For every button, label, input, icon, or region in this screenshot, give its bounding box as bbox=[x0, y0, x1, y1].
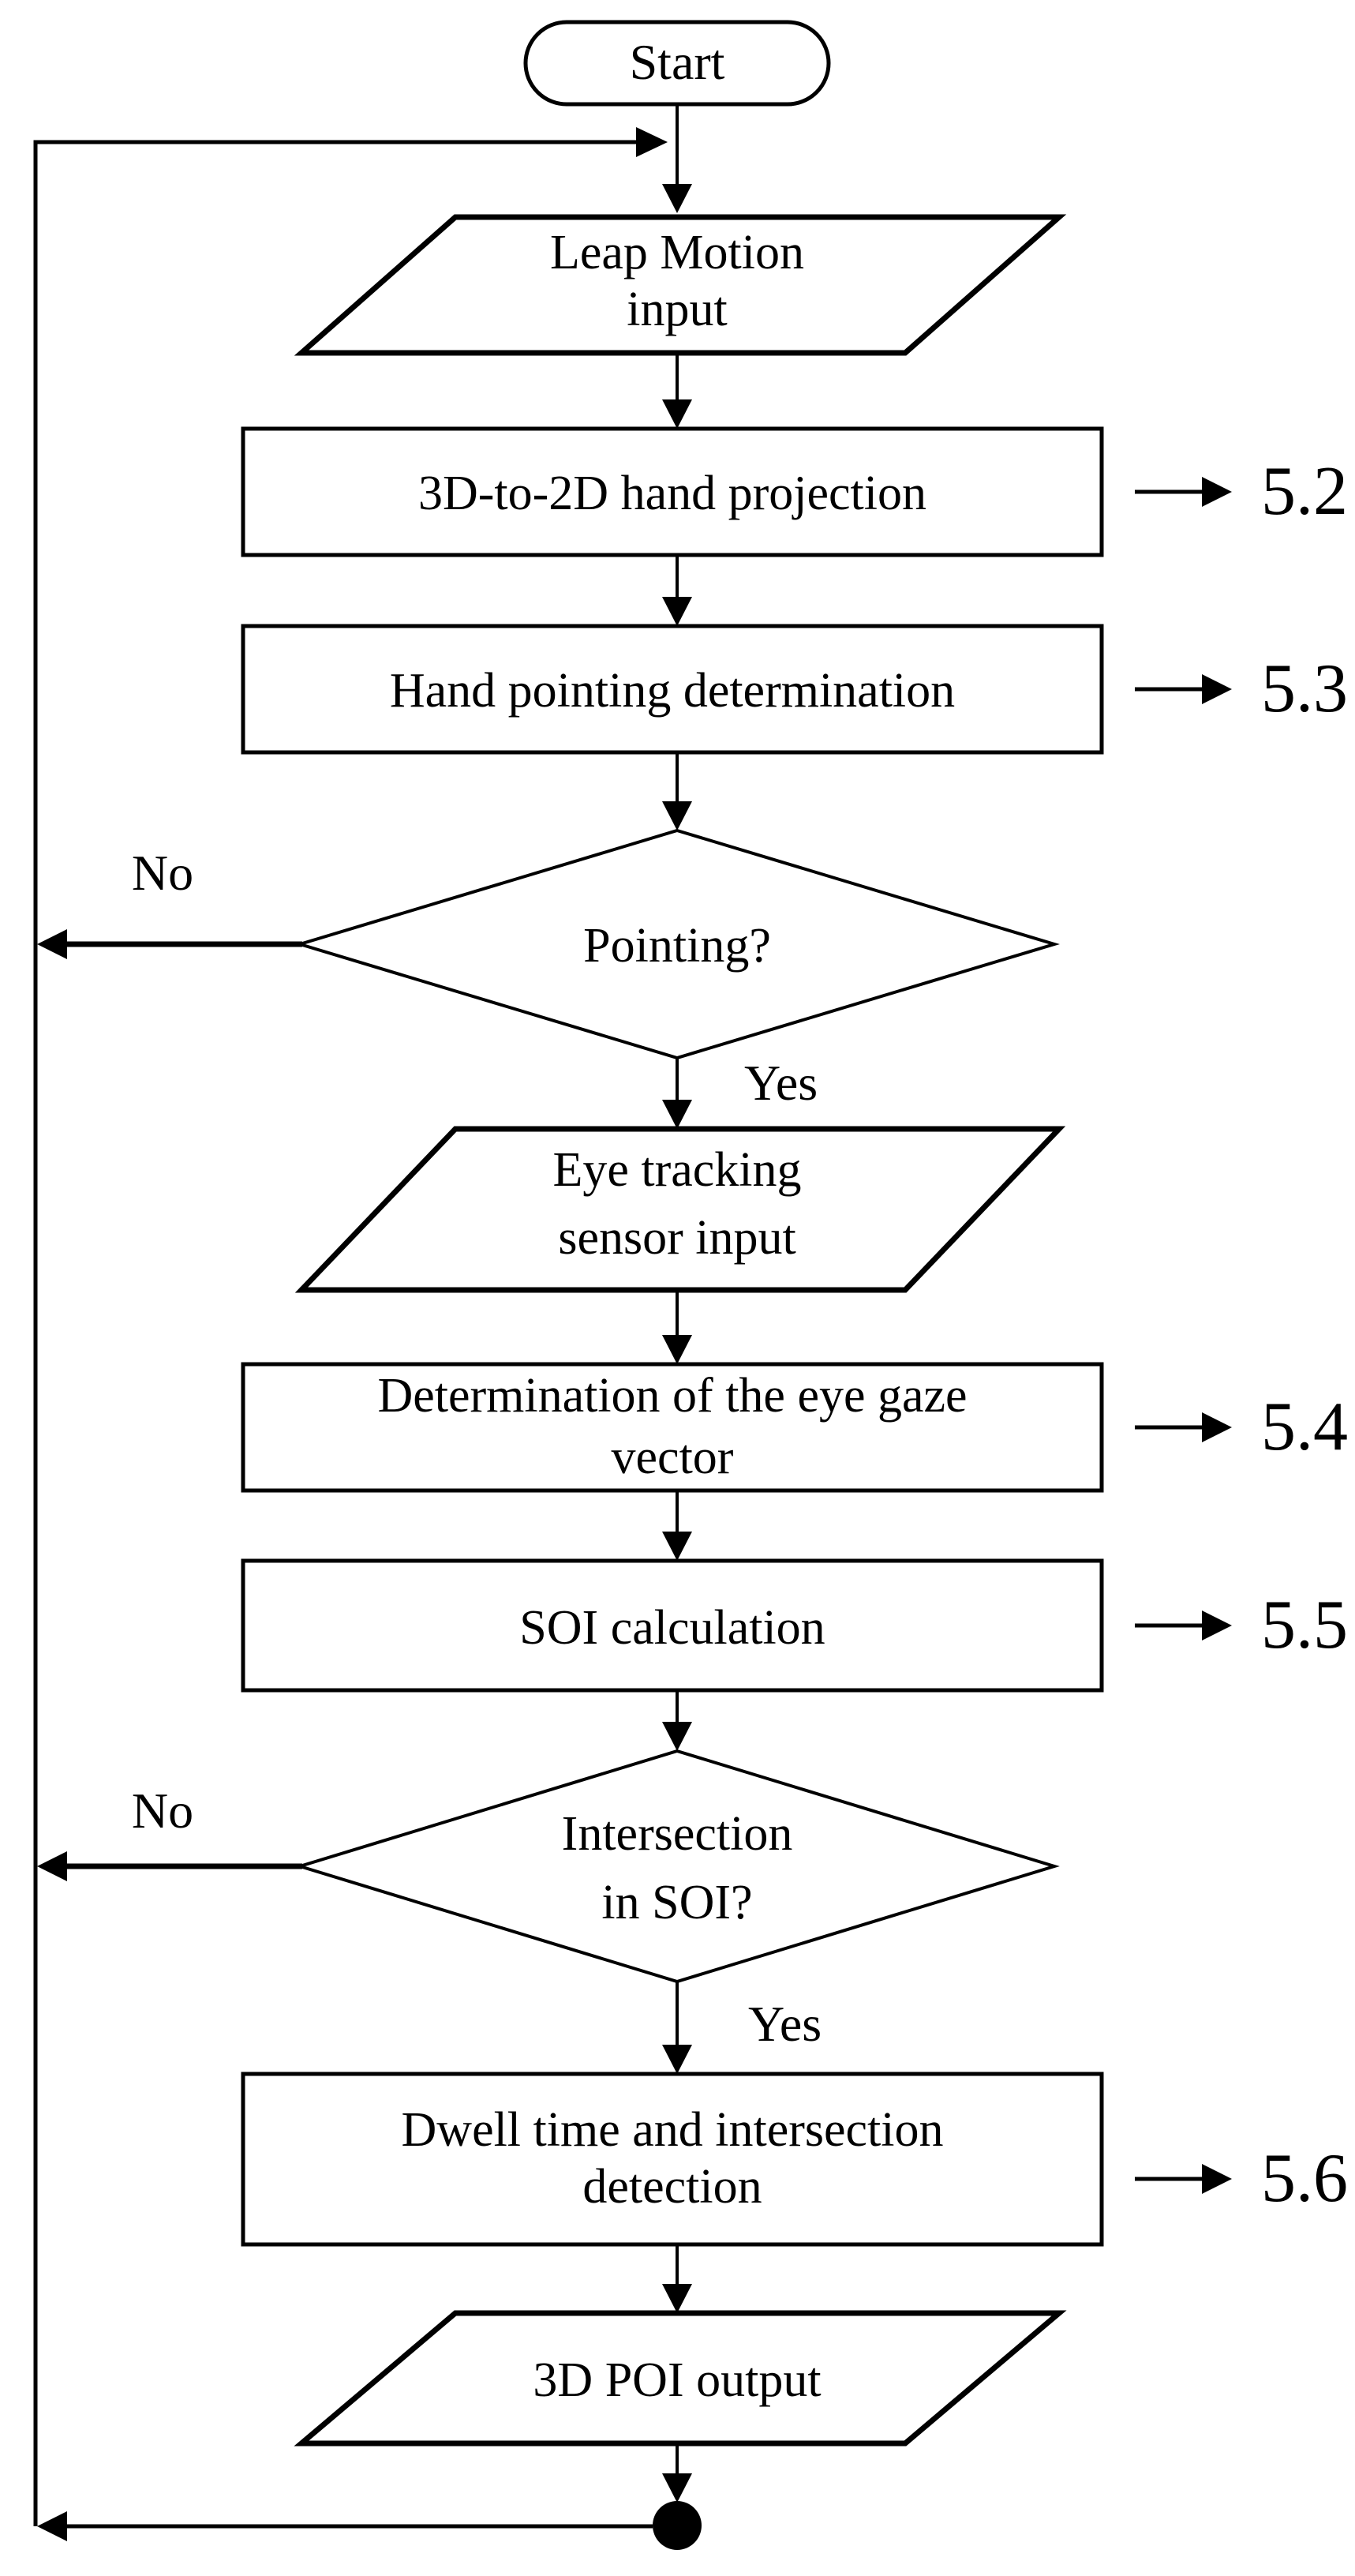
soi-yes-branch: Yes bbox=[662, 1982, 822, 2074]
start-label: Start bbox=[630, 34, 725, 90]
section-ref-label: 5.5 bbox=[1261, 1587, 1348, 1663]
section-ref-5-5: 5.5 bbox=[1135, 1587, 1348, 1663]
start-node: Start bbox=[523, 20, 831, 107]
section-ref-5-4: 5.4 bbox=[1135, 1389, 1348, 1465]
section-ref-label: 5.3 bbox=[1261, 651, 1348, 727]
hand-pointing-shape bbox=[241, 624, 1104, 755]
arrowhead-into-projection-icon bbox=[662, 399, 692, 429]
pointing-decision-label: Pointing? bbox=[583, 919, 771, 973]
soi-decision-node: Intersection in SOI? bbox=[294, 1749, 1060, 1984]
hand-projection-node: 3D-to-2D hand projection bbox=[241, 426, 1104, 557]
soi-no-branch: No bbox=[37, 1783, 302, 1881]
section-ref-5-6: 5.6 bbox=[1135, 2140, 1348, 2217]
arrowhead-into-end-icon bbox=[662, 2473, 692, 2503]
arrowhead-into-pointing-decision-icon bbox=[662, 801, 692, 831]
section-ref-arrowhead-icon bbox=[1202, 674, 1232, 704]
poi-output-node: 3D POI output bbox=[294, 2310, 1067, 2447]
pointing-yes-branch: Yes bbox=[662, 1055, 818, 1129]
poi-output-label: 3D POI output bbox=[533, 2353, 821, 2407]
gaze-vector-label-line2: vector bbox=[612, 1430, 734, 1484]
soi-calculation-label: SOI calculation bbox=[519, 1601, 825, 1655]
eye-tracking-input-shape bbox=[294, 1126, 1066, 1293]
hand-pointing-node: Hand pointing determination bbox=[241, 624, 1104, 755]
section-ref-label: 5.2 bbox=[1261, 453, 1348, 530]
feedback-left-arrowhead-icon bbox=[37, 2511, 67, 2541]
poi-output-shape bbox=[294, 2310, 1067, 2447]
end-junction-dot bbox=[653, 2501, 702, 2550]
arrowhead-into-gaze-icon bbox=[662, 1335, 692, 1364]
soi-yes-arrowhead-icon bbox=[662, 2045, 692, 2074]
leap-motion-input-node: Leap Motion input bbox=[294, 214, 1067, 356]
leap-motion-input-shape bbox=[294, 214, 1067, 356]
eye-tracking-input-label-line1: Eye tracking bbox=[552, 1143, 801, 1197]
gaze-vector-label-line1: Determination of the eye gaze bbox=[377, 1369, 967, 1423]
soi-decision-shape bbox=[294, 1749, 1060, 1984]
pointing-yes-arrowhead-icon bbox=[662, 1100, 692, 1129]
dwell-detection-node: Dwell time and intersection detection bbox=[241, 2072, 1104, 2247]
pointing-decision-node: Pointing? bbox=[294, 828, 1060, 1060]
merge-arrowhead-icon bbox=[636, 127, 668, 157]
pointing-no-arrowhead-icon bbox=[37, 929, 67, 959]
hand-projection-shape bbox=[241, 426, 1104, 557]
soi-decision-label-line2: in SOI? bbox=[601, 1876, 752, 1929]
section-ref-arrowhead-icon bbox=[1202, 1610, 1232, 1640]
arrowhead-into-pointing-icon bbox=[662, 597, 692, 626]
soi-yes-label: Yes bbox=[748, 1996, 822, 2052]
hand-projection-label: 3D-to-2D hand projection bbox=[418, 467, 926, 520]
leap-motion-input-label-line1: Leap Motion bbox=[550, 226, 804, 279]
soi-no-arrowhead-icon bbox=[37, 1851, 67, 1881]
arrowhead-into-soi-icon bbox=[662, 1532, 692, 1561]
arrowhead-into-poi-icon bbox=[662, 2284, 692, 2313]
soi-decision-label-line1: Intersection bbox=[562, 1807, 793, 1861]
section-ref-arrowhead-icon bbox=[1202, 2164, 1232, 2194]
section-ref-label: 5.4 bbox=[1261, 1389, 1348, 1465]
soi-calculation-shape bbox=[241, 1558, 1104, 1693]
section-ref-label: 5.6 bbox=[1261, 2140, 1348, 2217]
dwell-detection-label-line2: detection bbox=[582, 2160, 762, 2214]
gaze-vector-shape bbox=[241, 1362, 1104, 1493]
pointing-yes-label: Yes bbox=[744, 1055, 818, 1111]
section-ref-5-3: 5.3 bbox=[1135, 651, 1348, 727]
section-ref-arrowhead-icon bbox=[1202, 477, 1232, 507]
dwell-detection-shape bbox=[241, 2072, 1104, 2247]
eye-tracking-input-node: Eye tracking sensor input bbox=[294, 1126, 1066, 1293]
soi-no-label: No bbox=[132, 1783, 193, 1839]
feedback-loop-line bbox=[33, 140, 636, 2526]
pointing-no-label: No bbox=[132, 845, 193, 901]
eye-tracking-input-label-line2: sensor input bbox=[558, 1211, 795, 1265]
pointing-no-branch: No bbox=[37, 845, 302, 959]
hand-pointing-label: Hand pointing determination bbox=[390, 664, 955, 718]
section-ref-arrowhead-icon bbox=[1202, 1412, 1232, 1442]
dwell-detection-label-line1: Dwell time and intersection bbox=[402, 2103, 944, 2157]
gaze-vector-node: Determination of the eye gaze vector bbox=[241, 1362, 1104, 1493]
leap-motion-input-label-line2: input bbox=[627, 283, 727, 336]
section-ref-5-2: 5.2 bbox=[1135, 453, 1348, 530]
soi-calculation-node: SOI calculation bbox=[241, 1558, 1104, 1693]
arrowhead-into-soi-decision-icon bbox=[662, 1722, 692, 1751]
arrowhead-into-leap-icon bbox=[662, 184, 692, 213]
